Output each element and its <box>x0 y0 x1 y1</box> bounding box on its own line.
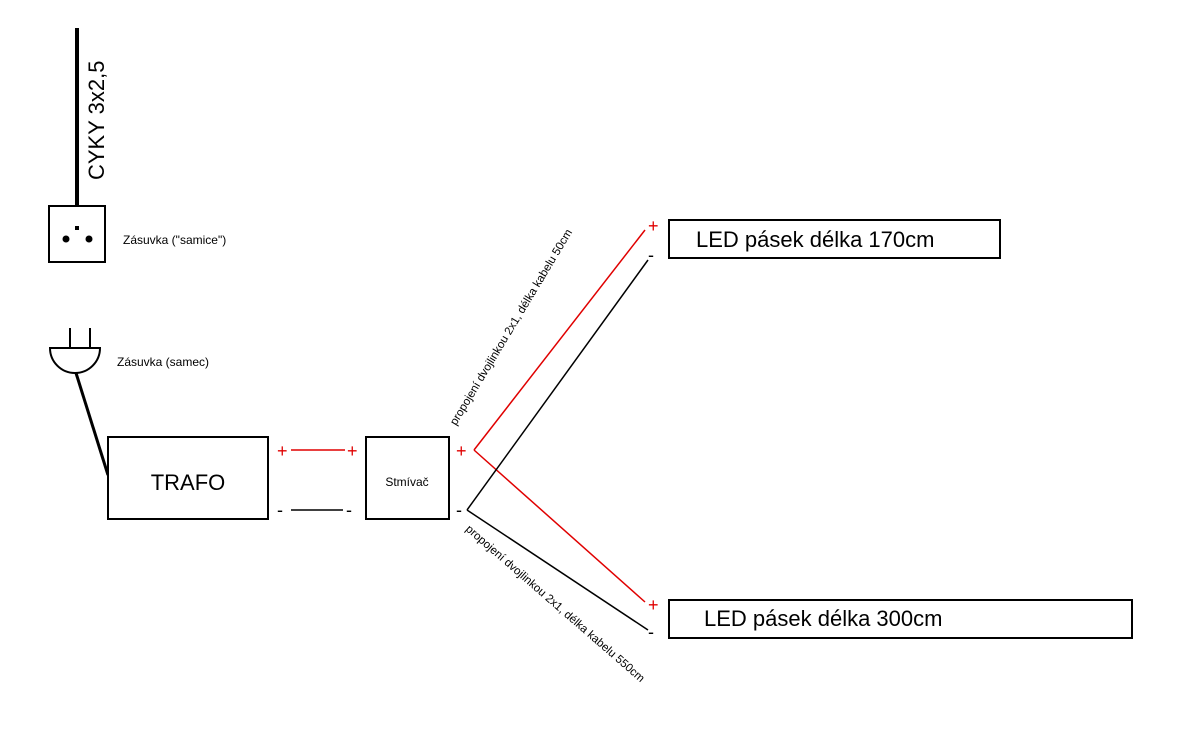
led-strip-2-label: LED pásek délka 300cm <box>704 606 942 631</box>
upper-wire-label: propojení dvojlinkou 2x1, délka kabelu 5… <box>448 227 575 427</box>
led-strip-1-box <box>668 219 1001 259</box>
lower-positive-wire <box>473 449 646 603</box>
led1-minus-sign: - <box>648 245 654 265</box>
led1-plus-sign: + <box>648 216 659 236</box>
trafo-label: TRAFO <box>151 470 226 495</box>
dimmer-in-minus-sign: - <box>346 500 352 520</box>
plug-cord <box>74 372 110 476</box>
led2-minus-sign: - <box>648 622 654 642</box>
upper-negative-wire <box>466 259 649 511</box>
led-strip-1-label: LED pásek délka 170cm <box>696 227 934 252</box>
dimmer-box <box>365 436 450 520</box>
trafo-box <box>107 436 269 520</box>
dimmer-in-plus-sign: + <box>347 441 358 461</box>
cable-label: CYKY 3x2,5 <box>84 61 109 180</box>
upper-positive-wire <box>473 229 646 451</box>
dimmer-label: Stmívač <box>385 475 428 489</box>
plug-icon <box>48 328 102 374</box>
dimmer-out-minus-sign: - <box>456 500 462 520</box>
plug-label: Zásuvka (samec) <box>117 355 209 369</box>
trafo-plus-sign: + <box>277 441 288 461</box>
socket-label: Zásuvka ("samice") <box>123 233 226 247</box>
dimmer-out-plus-sign: + <box>456 441 467 461</box>
lower-negative-wire <box>466 509 649 631</box>
lower-wire-label: propojení dvojlinkou 2x1, délka kabelu 5… <box>463 523 647 685</box>
led-strip-2-box <box>668 599 1133 639</box>
led2-plus-sign: + <box>648 595 659 615</box>
socket-icon <box>48 205 106 263</box>
trafo-minus-sign: - <box>277 500 283 520</box>
